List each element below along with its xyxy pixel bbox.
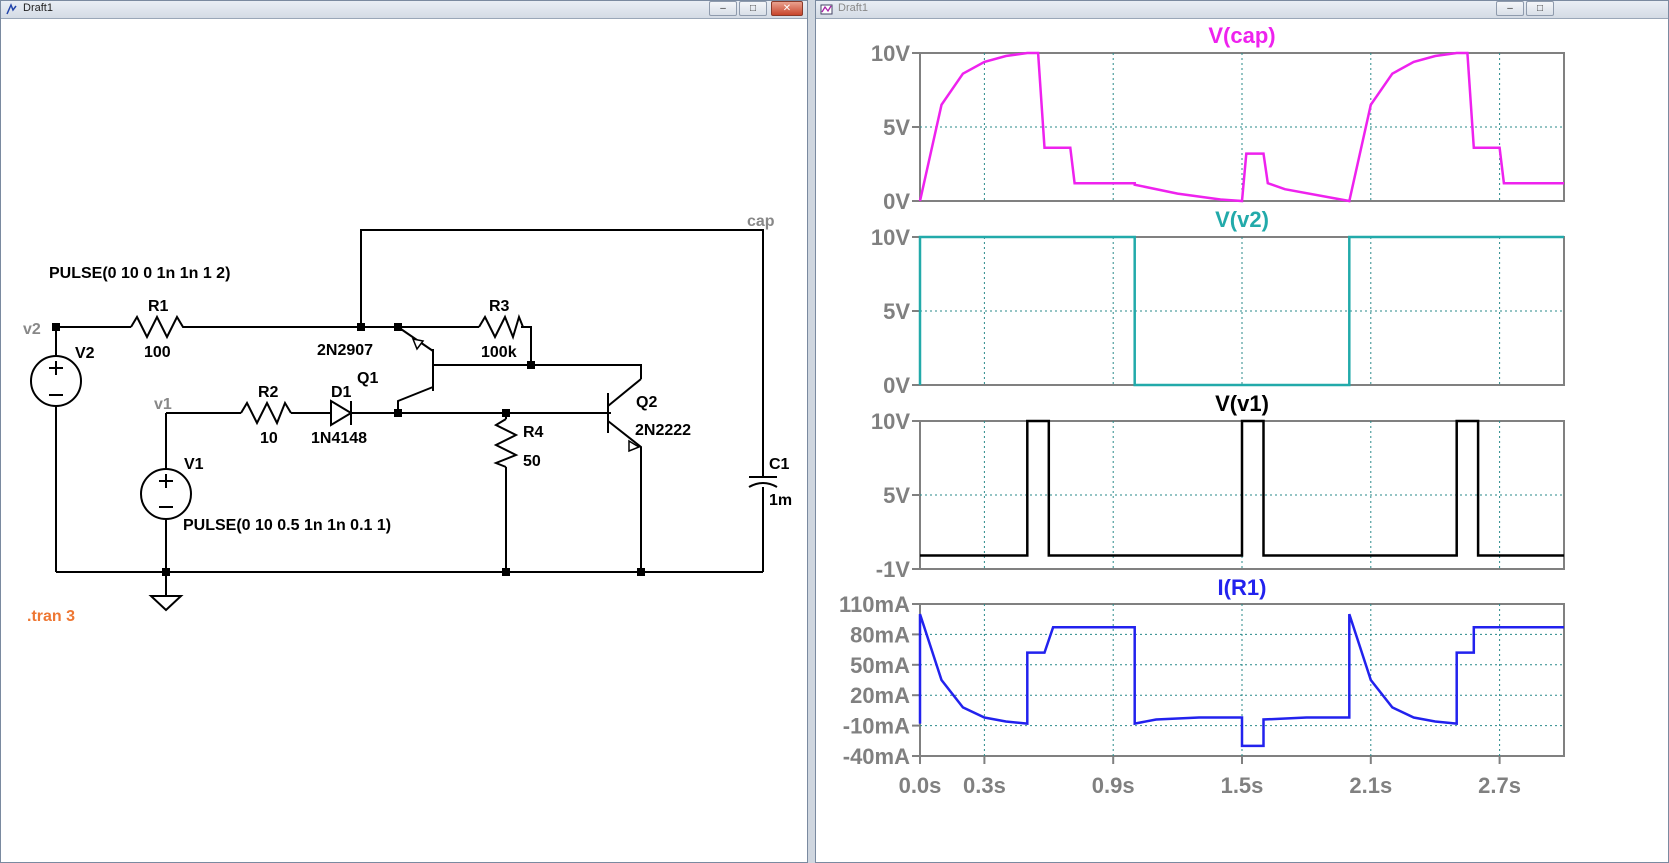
r3-value: 100k: [481, 344, 517, 361]
y-tick-label-v1-1: 5V: [883, 483, 910, 508]
c1-capacitor: [748, 463, 778, 507]
y-tick-label-v2-1: 5V: [883, 299, 910, 324]
c1-name: C1: [769, 456, 790, 473]
r4-resistor: [493, 418, 519, 468]
schematic-title: Draft1: [23, 2, 53, 14]
x-tick-label-2: 0.9s: [1092, 773, 1135, 798]
waveform-minimize-button[interactable]: –: [1496, 1, 1524, 16]
r1-value: 100: [144, 344, 171, 361]
y-tick-label-r1-0: 110mA: [839, 592, 910, 617]
pane-v1[interactable]: 10V 5V -1V V(v1): [871, 391, 1565, 582]
trace-r1: [918, 613, 1564, 748]
wires: [55, 229, 764, 596]
v1-source-symbol: [140, 468, 192, 520]
x-tick-label-0: 0.0s: [899, 773, 942, 798]
trace-v1: [920, 419, 1564, 557]
trace-cap: [918, 51, 1564, 203]
schematic-window[interactable]: Draft1 – □ ✕: [0, 0, 808, 863]
y-tick-label-r1-4: -10mA: [843, 714, 910, 739]
waveform-maximize-button[interactable]: □: [1526, 1, 1554, 16]
d1-name: D1: [331, 384, 352, 401]
r1-name: R1: [148, 298, 169, 315]
r2-resistor: [240, 400, 292, 426]
v2-source-name: V2: [75, 345, 95, 362]
schematic-canvas[interactable]: v2 v1 cap PULSE(0 10 0 1n 1n 1 2) V2 V1 …: [1, 18, 807, 862]
maximize-button[interactable]: □: [739, 1, 767, 16]
v1-source-value: PULSE(0 10 0.5 1n 1n 0.1 1): [183, 517, 391, 534]
v2-source-symbol: [30, 355, 82, 407]
r2-name: R2: [258, 384, 279, 401]
ltspice-schematic-icon: [6, 3, 17, 15]
waveform-canvas[interactable]: 10V 5V 0V V(cap) 10V 5V 0V V(v2) 10V 5V -1V V(v1) 11…: [816, 18, 1668, 862]
x-tick-label-5: 2.7s: [1478, 773, 1521, 798]
d1-value: 1N4148: [311, 430, 367, 447]
q2-name: Q2: [636, 394, 657, 411]
r2-value: 10: [260, 430, 278, 447]
x-tick-label-3: 1.5s: [1221, 773, 1264, 798]
waveform-title: Draft1: [838, 2, 868, 14]
y-tick-label-cap-1: 5V: [883, 115, 910, 140]
y-tick-label-cap-0: 10V: [871, 41, 910, 66]
trace-title-r1: I(R1): [1218, 575, 1267, 600]
pane-r1[interactable]: 110mA 80mA 50mA 20mA -10mA -40mA I(R1): [839, 575, 1565, 769]
y-tick-label-v1-2: -1V: [876, 557, 911, 582]
r1-resistor: [130, 314, 186, 340]
q1-name: Q1: [357, 370, 378, 387]
y-tick-label-v2-0: 10V: [871, 225, 910, 250]
trace-title-v1: V(v1): [1215, 391, 1269, 416]
y-tick-label-r1-2: 50mA: [850, 653, 910, 678]
y-tick-label-cap-2: 0V: [883, 189, 910, 214]
v2-source-value: PULSE(0 10 0 1n 1n 1 2): [49, 265, 230, 282]
d1-diode: [326, 399, 356, 427]
q1-emitter-arrow: [411, 337, 425, 351]
tran-directive[interactable]: .tran 3: [27, 608, 75, 625]
q1-value: 2N2907: [317, 342, 373, 359]
v1-source-name: V1: [184, 456, 204, 473]
pane-cap[interactable]: 10V 5V 0V V(cap): [871, 23, 1565, 214]
q2-emitter-arrow: [628, 439, 641, 453]
junction-dots: [52, 323, 645, 576]
q2-value: 2N2222: [635, 422, 691, 439]
trace-title-v2: V(v2): [1215, 207, 1269, 232]
trace-title-cap: V(cap): [1208, 23, 1275, 48]
x-tick-label-1: 0.3s: [963, 773, 1006, 798]
close-button[interactable]: ✕: [771, 1, 803, 16]
trace-v2: [918, 235, 1564, 387]
net-label-cap: cap: [747, 213, 775, 230]
r3-name: R3: [489, 298, 510, 315]
y-tick-label-v1-0: 10V: [871, 409, 910, 434]
c1-value: 1m: [769, 492, 792, 509]
r4-name: R4: [523, 424, 544, 441]
pane-v2[interactable]: 10V 5V 0V V(v2): [871, 207, 1565, 398]
waveform-viewer-icon: [820, 4, 833, 15]
waveform-window[interactable]: Draft1 – □ 10V 5V 0V V(cap) 10V 5V 0V V(v2) 10V 5…: [815, 0, 1669, 863]
x-tick-label-4: 2.1s: [1349, 773, 1392, 798]
y-tick-label-r1-5: -40mA: [843, 744, 910, 769]
net-label-v1: v1: [154, 396, 172, 413]
minimize-button[interactable]: –: [709, 1, 737, 16]
net-label-v2: v2: [23, 321, 41, 338]
ground-symbol: [148, 595, 184, 612]
r3-resistor: [478, 313, 524, 341]
y-tick-label-v2-2: 0V: [883, 373, 910, 398]
schematic-titlebar[interactable]: Draft1 – □ ✕: [1, 1, 807, 19]
waveform-titlebar[interactable]: Draft1 – □: [816, 1, 1668, 19]
r4-value: 50: [523, 453, 541, 470]
y-tick-label-r1-3: 20mA: [850, 683, 910, 708]
y-tick-label-r1-1: 80mA: [850, 622, 910, 647]
